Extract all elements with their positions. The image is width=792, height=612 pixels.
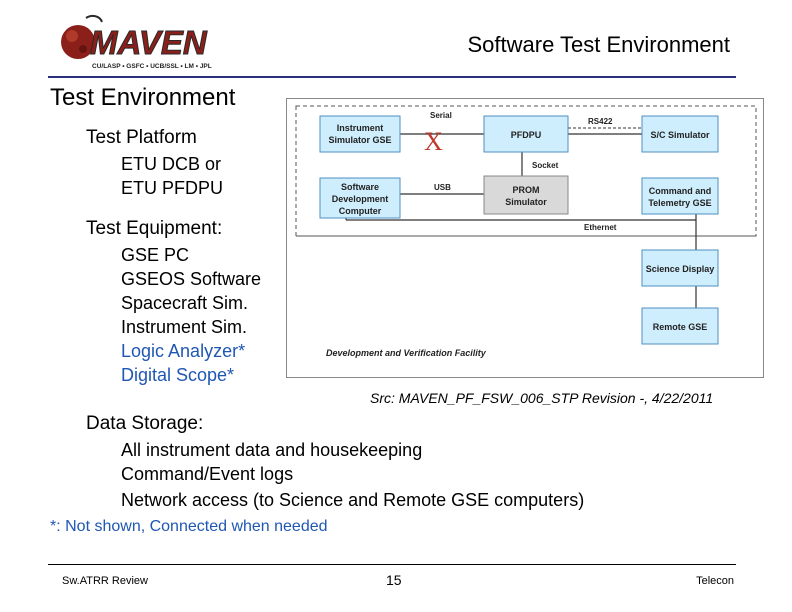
facility-boundary [295,105,757,237]
equipment-item: Spacecraft Sim. [121,293,249,313]
platform-item: ETU PFDPU [121,178,224,198]
software-development-computer-box [319,177,401,219]
section-heading: Test Environment [50,84,236,111]
equipment-item: GSE PC [121,245,190,265]
header-divider [48,76,736,78]
svg-text:Simulator: Simulator [505,197,547,207]
footer-meeting-type: Telecon [696,575,734,587]
platform-label: Test Platform [86,127,197,148]
source-citation: Src: MAVEN_PF_FSW_006_STP Revision -, 4/… [370,390,714,406]
equipment-item-not-shown: Logic Analyzer* [121,341,246,361]
storage-item: Command/Event logs [121,464,294,484]
platform-item: ETU DCB or [121,154,222,174]
command-telemetry-gse-box [641,177,719,215]
pfdpu-label: PFDPU [511,130,542,140]
slide-title: Software Test Environment [467,32,731,57]
svg-text:Development: Development [332,194,389,204]
svg-text:Computer: Computer [339,206,382,216]
svg-text:MAVEN: MAVEN [90,24,208,61]
usb-label: USB [434,183,451,192]
rs422-label: RS422 [588,117,613,126]
footnote: *: Not shown, Connected when needed [50,518,328,535]
facility-label: Development and Verification Facility [326,348,487,358]
prom-simulator-box [483,175,569,215]
svg-text:Telemetry GSE: Telemetry GSE [648,198,711,208]
storage-item: All instrument data and housekeeping [121,440,423,460]
remote-gse-box [641,307,719,345]
prom-simulator-label: PROM [513,185,540,195]
storage-item: Network access (to Science and Remote GS… [121,490,585,510]
equipment-item-not-shown: Digital Scope* [121,365,235,385]
sc-simulator-label: S/C Simulator [650,130,710,140]
maven-logo: MAVEN CU/LASP • GSFC • UCB/SSL • LM • JP… [61,14,212,70]
test-environment-diagram: Instrument Simulator GSE Software Develo… [286,98,764,378]
footer-divider [48,564,736,565]
equipment-label: Test Equipment: [86,218,223,239]
science-display-label: Science Display [646,264,715,274]
software-development-computer-label: Software [341,182,379,192]
svg-text:Simulator GSE: Simulator GSE [328,135,391,145]
x-mark: X [424,127,443,156]
sc-simulator-box [641,115,719,153]
serial-label: Serial [430,111,452,120]
command-telemetry-gse-label: Command and [649,186,712,196]
socket-label: Socket [532,161,559,170]
instrument-simulator-gse-label: Instrument [337,123,384,133]
storage-label: Data Storage: [86,413,204,434]
remote-gse-label: Remote GSE [653,322,708,332]
instrument-simulator-gse-box [319,115,401,153]
ethernet-label: Ethernet [584,223,617,232]
svg-text:CU/LASP • GSFC • UCB/SSL • LM: CU/LASP • GSFC • UCB/SSL • LM • JPL [92,63,212,70]
pfdpu-box [483,115,569,153]
page-number: 15 [386,572,402,588]
equipment-item: GSEOS Software [121,269,262,289]
science-display-box [641,249,719,287]
footer-review-name: Sw.ATRR Review [62,575,148,587]
equipment-item: Instrument Sim. [121,317,248,337]
